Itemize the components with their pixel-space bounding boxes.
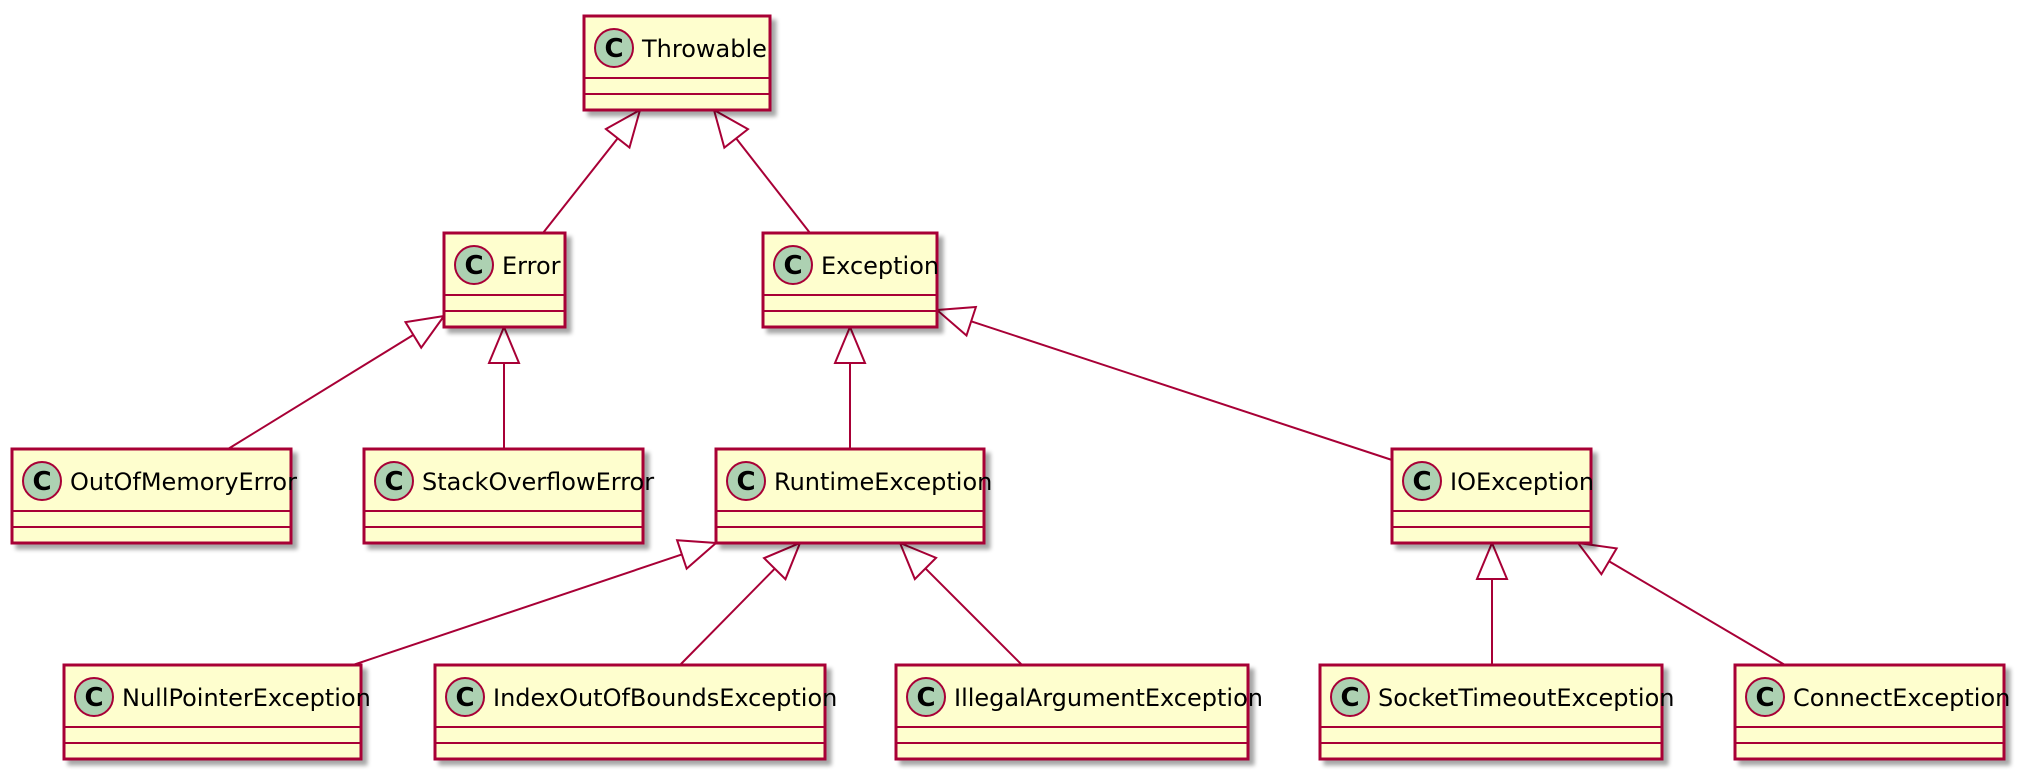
inheritance-edge-error <box>542 107 642 234</box>
class-box-illegalargumentexception[interactable]: C IllegalArgumentException <box>894 663 1263 761</box>
inheritance-arrowhead <box>604 107 642 150</box>
inheritance-arrowhead <box>833 324 867 364</box>
inheritance-edge-connectexception <box>1575 541 1786 666</box>
class-spot-letter: C <box>1412 467 1431 497</box>
inheritance-edges <box>227 107 1786 666</box>
inheritance-edge-stackoverflowerror <box>487 324 521 449</box>
class-box-connectexception[interactable]: C ConnectException <box>1733 663 2010 761</box>
class-spot-icon <box>445 677 485 717</box>
inheritance-edge-nullpointerexception <box>352 539 719 666</box>
inheritance-arrowhead <box>1475 540 1509 580</box>
class-name: Error <box>502 252 561 280</box>
edge-line <box>924 567 1023 666</box>
class-box-throwable[interactable]: C Throwable <box>582 14 772 112</box>
class-spot-icon <box>454 245 494 285</box>
class-spot-letter: C <box>464 251 483 281</box>
class-name: IndexOutOfBoundsException <box>493 684 837 712</box>
inheritance-edge-outofmemoryerror <box>227 314 447 450</box>
inheritance-arrowhead <box>762 541 802 581</box>
inheritance-edge-ioexception <box>934 305 1393 461</box>
class-spot-icon <box>1745 677 1785 717</box>
class-name: ConnectException <box>1793 684 2010 712</box>
inheritance-arrowhead <box>487 324 521 364</box>
class-name: OutOfMemoryError <box>70 468 297 496</box>
class-spot-icon <box>594 28 634 68</box>
class-box-frame <box>894 663 1250 761</box>
class-box-sockettimeoutexception[interactable]: C SocketTimeoutException <box>1318 663 1674 761</box>
class-box-frame <box>62 663 363 761</box>
class-spot-letter: C <box>455 683 474 713</box>
class-box-stackoverflowerror[interactable]: C StackOverflowError <box>362 447 654 545</box>
inheritance-arrowhead <box>934 305 978 338</box>
class-spot-icon <box>74 677 114 717</box>
class-name: Exception <box>821 252 939 280</box>
edge-line <box>227 334 414 450</box>
class-spot-letter: C <box>1755 683 1774 713</box>
class-box-indexoutofboundsexception[interactable]: C IndexOutOfBoundsException <box>433 663 837 761</box>
inheritance-arrowhead <box>898 541 938 581</box>
edge-line <box>679 567 776 666</box>
inheritance-arrowhead <box>403 314 447 350</box>
edge-line <box>1608 560 1786 666</box>
class-spot-letter: C <box>384 467 403 497</box>
class-spot-icon <box>1330 677 1370 717</box>
class-box-outofmemoryerror[interactable]: C OutOfMemoryError <box>10 447 297 545</box>
class-box-ioexception[interactable]: C IOException <box>1390 447 1594 545</box>
class-spot-letter: C <box>604 34 623 64</box>
class-box-nullpointerexception[interactable]: C NullPointerException <box>62 663 371 761</box>
class-box-error[interactable]: C Error <box>442 231 567 329</box>
class-box-frame <box>433 663 827 761</box>
class-name: StackOverflowError <box>422 468 654 496</box>
class-spot-letter: C <box>32 467 51 497</box>
class-name: IllegalArgumentException <box>954 684 1263 712</box>
class-spot-icon <box>773 245 813 285</box>
edge-line <box>352 553 683 666</box>
class-spot-letter: C <box>916 683 935 713</box>
class-spot-icon <box>22 461 62 501</box>
inheritance-edge-sockettimeoutexception <box>1475 540 1509 665</box>
class-spot-icon <box>374 461 414 501</box>
inheritance-edge-illegalargumentexception <box>898 541 1023 666</box>
class-spot-letter: C <box>84 683 103 713</box>
inheritance-arrowhead <box>675 539 719 571</box>
class-spot-letter: C <box>736 467 755 497</box>
class-name: IOException <box>1450 468 1594 496</box>
class-spot-letter: C <box>783 251 802 281</box>
inheritance-arrowhead <box>712 107 750 150</box>
inheritance-edge-runtimeexception <box>833 324 867 449</box>
class-spot-icon <box>1402 461 1442 501</box>
class-name: Throwable <box>641 35 767 63</box>
class-name: NullPointerException <box>122 684 371 712</box>
class-box-frame <box>1318 663 1664 761</box>
class-spot-icon <box>726 461 766 501</box>
edge-line <box>970 320 1393 461</box>
class-box-exception[interactable]: C Exception <box>761 231 939 329</box>
edge-line <box>735 137 811 234</box>
class-spot-icon <box>906 677 946 717</box>
edge-line <box>542 137 619 234</box>
inheritance-arrowhead <box>1575 541 1619 577</box>
inheritance-edge-exception <box>712 107 811 234</box>
class-name: SocketTimeoutException <box>1378 684 1674 712</box>
class-name: RuntimeException <box>774 468 992 496</box>
inheritance-edge-indexoutofboundsexception <box>679 541 802 666</box>
class-box-runtimeexception[interactable]: C RuntimeException <box>714 447 992 545</box>
class-spot-letter: C <box>1340 683 1359 713</box>
